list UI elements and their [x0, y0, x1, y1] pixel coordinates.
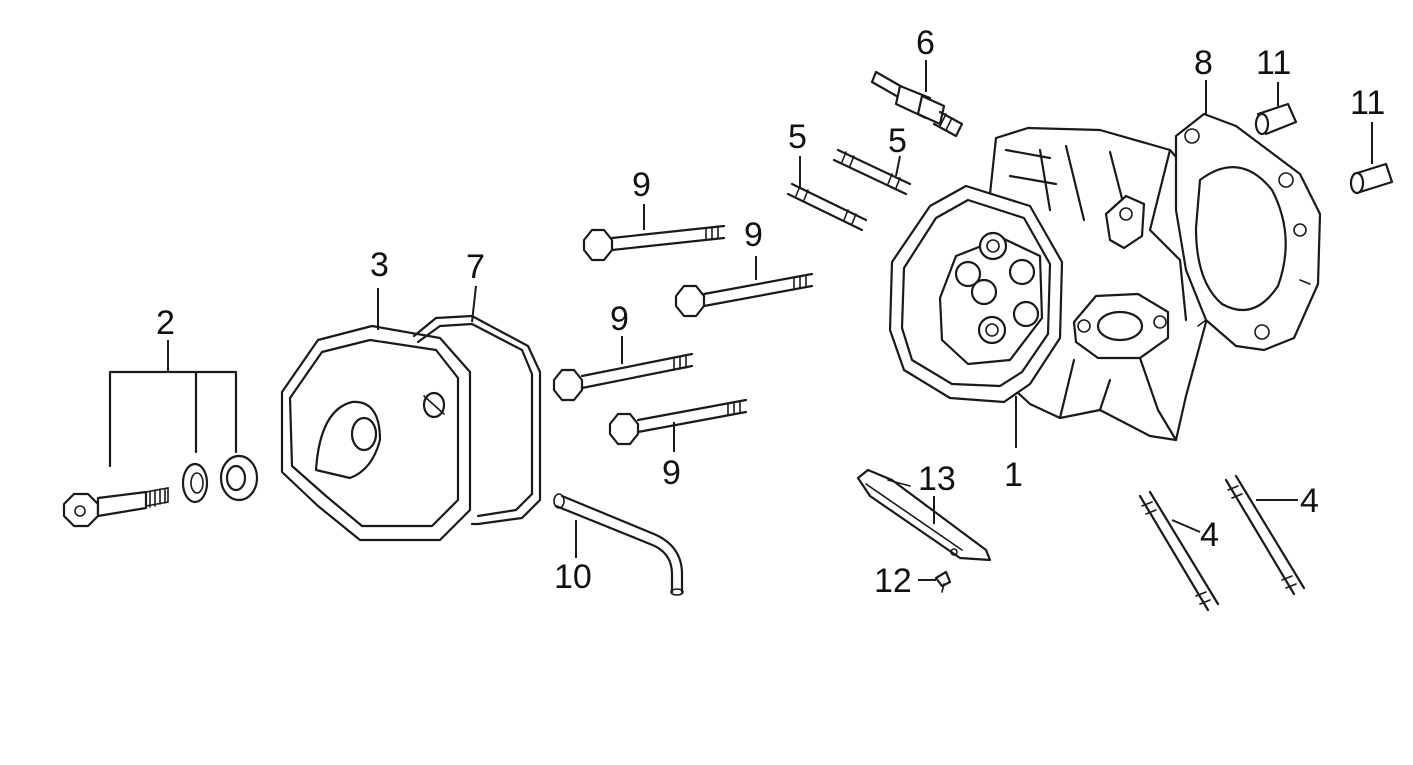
callout-5b: 5 — [888, 122, 907, 160]
callout-9d: 9 — [662, 454, 681, 492]
part-5-studs — [786, 148, 912, 232]
leader-lines — [167, 60, 1373, 581]
callout-labels: 1 2 3 4 4 5 5 6 7 8 9 9 9 9 10 11 11 12 … — [156, 24, 1385, 600]
callout-4a: 4 — [1200, 516, 1219, 554]
part-12-screw — [934, 570, 952, 593]
callout-4b: 4 — [1300, 482, 1319, 520]
part-13-deflector — [856, 468, 992, 562]
part-2-bolt-and-washers — [62, 370, 259, 528]
callout-9a: 9 — [632, 166, 651, 204]
part-3-valve-cover — [280, 324, 472, 542]
part-6-spark-plug — [870, 70, 964, 138]
callout-6: 6 — [916, 24, 935, 62]
part-10-breather-tube — [553, 493, 684, 596]
callout-9b: 9 — [744, 216, 763, 254]
callout-12: 12 — [874, 562, 912, 600]
part-9-bolts — [552, 224, 814, 446]
part-4-long-studs — [1138, 474, 1306, 612]
callout-1: 1 — [1004, 456, 1023, 494]
part-8-head-gasket — [1174, 112, 1322, 352]
callout-2: 2 — [156, 304, 175, 342]
part-11-dowel-pins — [1254, 102, 1394, 195]
callout-3: 3 — [370, 246, 389, 284]
callout-9c: 9 — [610, 300, 629, 338]
callout-7: 7 — [466, 248, 485, 286]
part-1-cylinder-head — [888, 126, 1214, 442]
callout-8: 8 — [1194, 44, 1213, 82]
callout-11b: 11 — [1350, 84, 1385, 122]
callout-10: 10 — [554, 558, 592, 596]
callout-5a: 5 — [788, 118, 807, 156]
callout-13: 13 — [918, 460, 956, 498]
callout-11a: 11 — [1256, 44, 1291, 82]
part-7-cover-gasket — [412, 314, 542, 526]
